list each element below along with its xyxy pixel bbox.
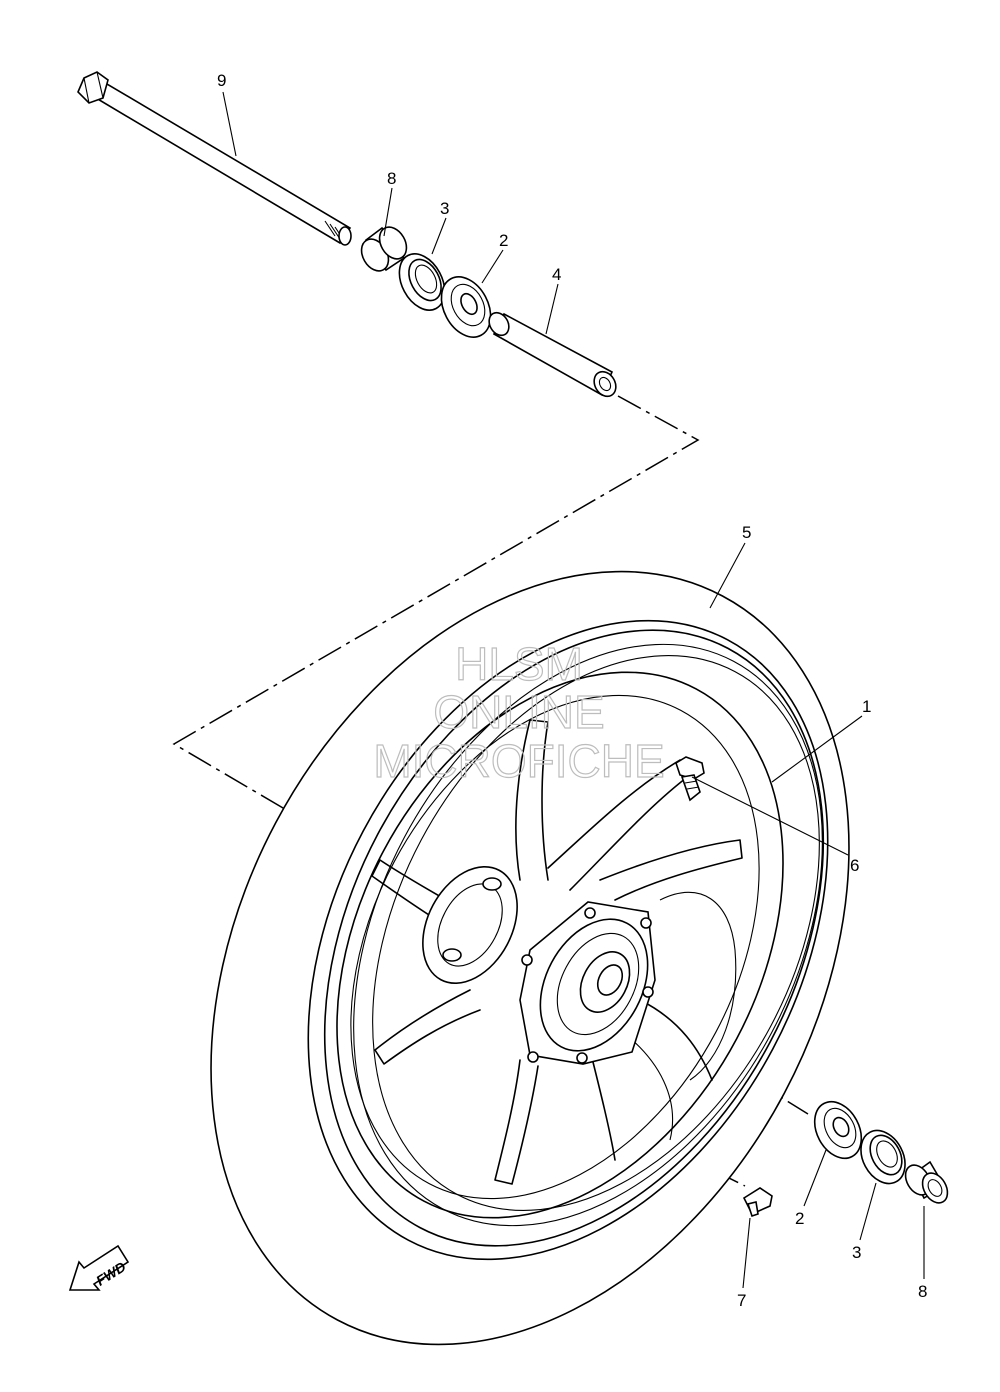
oil-seal-lower[interactable] bbox=[852, 1123, 914, 1191]
callout-1: 1 bbox=[862, 697, 871, 716]
callout-6: 6 bbox=[850, 856, 859, 875]
collar-lower[interactable] bbox=[900, 1160, 952, 1208]
callout-8-bottom: 8 bbox=[918, 1282, 927, 1301]
watermark-line-2: ONLINE bbox=[433, 686, 604, 738]
callout-9: 9 bbox=[217, 71, 226, 90]
bearing-lower[interactable] bbox=[805, 1094, 870, 1167]
bearing-upper[interactable] bbox=[432, 268, 501, 345]
front-wheel-axle[interactable] bbox=[77, 71, 352, 246]
callout-5: 5 bbox=[742, 523, 751, 542]
watermark-line-1: HLSM bbox=[455, 638, 583, 690]
callout-labels: 9 8 3 2 4 5 1 6 2 3 8 7 bbox=[217, 71, 927, 1310]
callout-3-bottom: 3 bbox=[852, 1243, 861, 1262]
oil-seal-upper[interactable] bbox=[390, 246, 453, 318]
callout-2-top: 2 bbox=[499, 231, 508, 250]
cast-wheel[interactable] bbox=[224, 544, 924, 1332]
collar-upper[interactable] bbox=[356, 222, 412, 275]
balance-weight[interactable] bbox=[742, 1187, 773, 1218]
front-tire[interactable] bbox=[83, 461, 977, 1392]
leader-lines bbox=[222, 91, 925, 1289]
callout-3-top: 3 bbox=[440, 199, 449, 218]
tire-valve[interactable] bbox=[675, 756, 705, 802]
callout-2-bottom: 2 bbox=[795, 1209, 804, 1228]
callout-7: 7 bbox=[737, 1291, 746, 1310]
wheel-spacer[interactable] bbox=[485, 309, 620, 400]
watermark: HLSM ONLINE MICROFICHE bbox=[373, 637, 666, 787]
callout-8-top: 8 bbox=[387, 169, 396, 188]
watermark-line-3: MICROFICHE bbox=[373, 735, 664, 787]
callout-4: 4 bbox=[552, 265, 561, 284]
forward-direction-arrow: FWD bbox=[68, 1244, 130, 1291]
